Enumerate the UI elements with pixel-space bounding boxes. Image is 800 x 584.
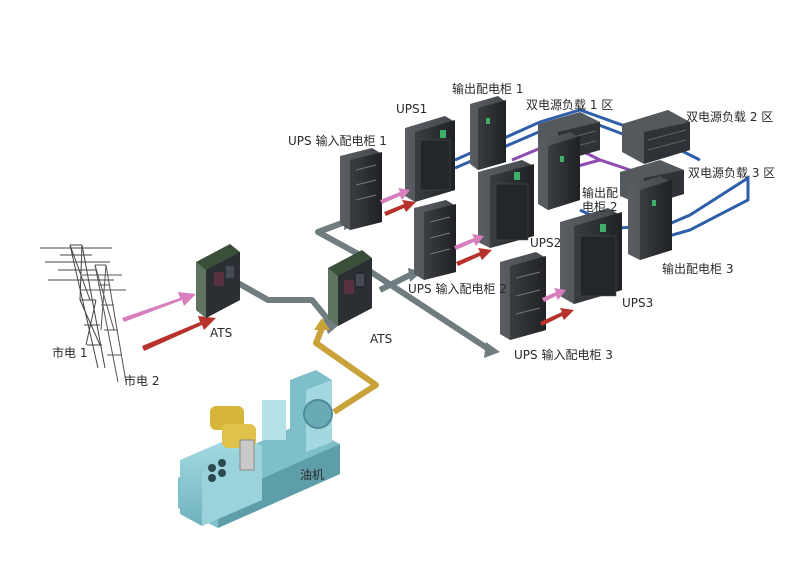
generator-icon — [178, 370, 340, 528]
bus-ats1-to-ats2 — [236, 280, 333, 324]
grid-2-label: 市电 2 — [124, 374, 160, 388]
bus-ats2-to-ups-in-3 — [366, 267, 492, 353]
ups-input-cabinet-2-label: UPS 输入配电柜 2 — [408, 282, 507, 296]
bus-ats2-to-ups-in-2 — [378, 272, 412, 293]
output-cabinet-2-label: 输出配电柜 2 — [582, 186, 619, 214]
server-rack-icon — [622, 110, 690, 164]
generator-label: 油机 — [300, 468, 325, 482]
transmission-tower-icon — [40, 244, 114, 369]
cabinet-icon — [628, 176, 672, 260]
gold-line — [313, 326, 379, 415]
generator-feed — [313, 318, 379, 415]
cabinet-icon — [470, 96, 506, 170]
cabinet-icon — [340, 148, 382, 230]
load-zone-2-label: 双电源负载 2 区 — [686, 110, 774, 124]
load-zone-3-label: 双电源负载 3 区 — [688, 166, 776, 180]
bus-ats2-to-ups-in-1 — [315, 219, 362, 258]
ats-switch-icon — [328, 250, 372, 326]
output-cabinet-3-label: 输出配电柜 3 — [662, 262, 734, 276]
ats-2-label: ATS — [370, 332, 393, 346]
pink-feed-arrow — [122, 292, 196, 322]
cabinet-icon — [414, 200, 456, 280]
ups-input-cabinet-1-label: UPS 输入配电柜 1 — [288, 134, 387, 148]
ups2-label: UPS2 — [530, 236, 562, 250]
ats-switch-icon — [196, 244, 240, 318]
grid-1-label: 市电 1 — [52, 346, 88, 360]
ups-icon — [478, 160, 534, 248]
ups-icon — [560, 208, 622, 304]
bus-lines — [236, 219, 492, 353]
ups-icon — [405, 116, 455, 202]
transmission-tower-icon — [80, 264, 127, 383]
cabinet-icon — [538, 132, 580, 210]
grid-feed-arrows — [122, 292, 216, 351]
ups-input-cabinet-3-label: UPS 输入配电柜 3 — [514, 348, 613, 362]
ats-1-label: ATS — [210, 326, 233, 340]
ups3-label: UPS3 — [622, 296, 654, 310]
load-zone-1-label: 双电源负载 1 区 — [526, 98, 614, 112]
red-feed-arrow — [142, 316, 216, 351]
output-cabinet-1-label: 输出配电柜 1 — [452, 82, 524, 96]
cabinet-feed-arrows — [380, 188, 574, 326]
gold-arrowhead — [314, 318, 330, 330]
ups1-label: UPS1 — [396, 102, 428, 116]
cabinet-icon — [500, 252, 546, 340]
